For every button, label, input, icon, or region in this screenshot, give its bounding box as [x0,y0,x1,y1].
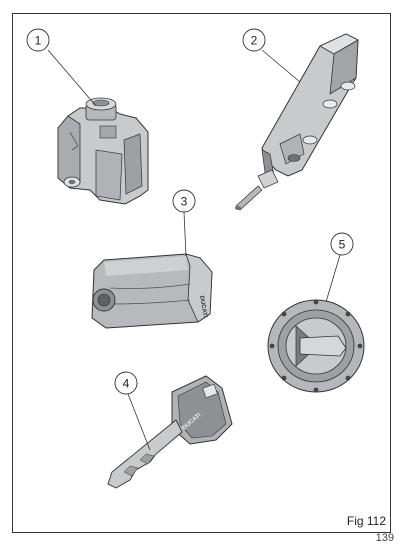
steering-lock-part [235,34,358,210]
callout-4-number: 4 [123,377,130,391]
callout-5-number: 5 [339,238,346,252]
callout-4: 4 [115,372,150,450]
callout-2: 2 [243,29,300,82]
callout-1-number: 1 [35,34,42,48]
figure-label: Fig 112 [347,514,386,528]
ignition-switch-part [58,98,148,204]
lock-cover-part: DUCATI [92,254,212,328]
callout-1: 1 [27,29,96,106]
callout-3: 3 [173,190,195,256]
callout-3-number: 3 [181,195,188,209]
fuel-cap-part [268,300,364,393]
page-number: 139 [376,532,394,544]
callout-5: 5 [326,233,353,302]
callout-2-number: 2 [251,34,258,48]
